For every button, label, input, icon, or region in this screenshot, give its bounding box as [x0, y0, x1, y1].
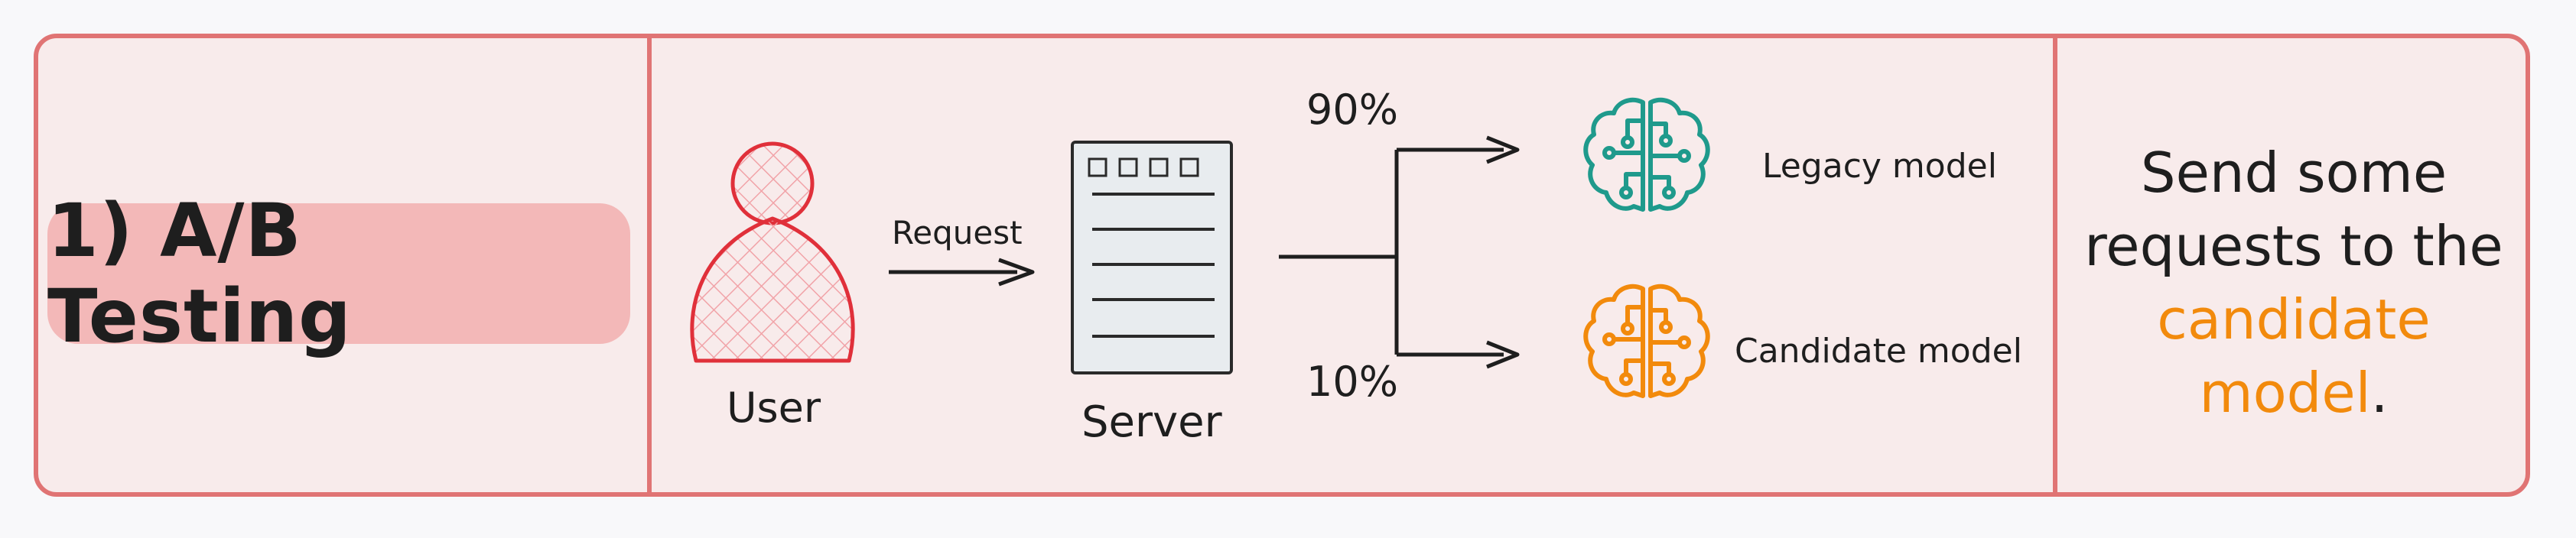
brain-circuit-icon	[1583, 97, 1710, 212]
user-icon	[690, 141, 855, 363]
left-divider	[647, 34, 652, 497]
right-divider	[2053, 34, 2057, 497]
user-label: User	[727, 384, 821, 432]
legacy-model-label: Legacy model	[1762, 147, 1997, 186]
brain-circuit-icon	[1583, 284, 1710, 398]
description: Send some requests to the candidate mode…	[2057, 136, 2530, 429]
request-label: Request	[892, 214, 1023, 251]
request-arrow	[889, 258, 1035, 287]
description-line-2: requests to the	[2084, 214, 2503, 278]
server-label: Server	[1081, 397, 1222, 447]
candidate-model-label: Candidate model	[1735, 332, 2022, 371]
description-line-1: Send some	[2140, 141, 2448, 205]
description-end: .	[2370, 361, 2389, 425]
description-highlight: candidate	[2157, 287, 2431, 352]
title-pill: 1) A/B Testing	[47, 188, 630, 359]
split-top-percent: 90%	[1306, 86, 1399, 134]
split-bottom-percent: 10%	[1306, 358, 1399, 406]
split-arrows	[1279, 135, 1520, 369]
description-highlight-2: model	[2199, 361, 2371, 425]
server-icon	[1071, 141, 1233, 374]
page-title: 1) A/B Testing	[47, 188, 352, 359]
